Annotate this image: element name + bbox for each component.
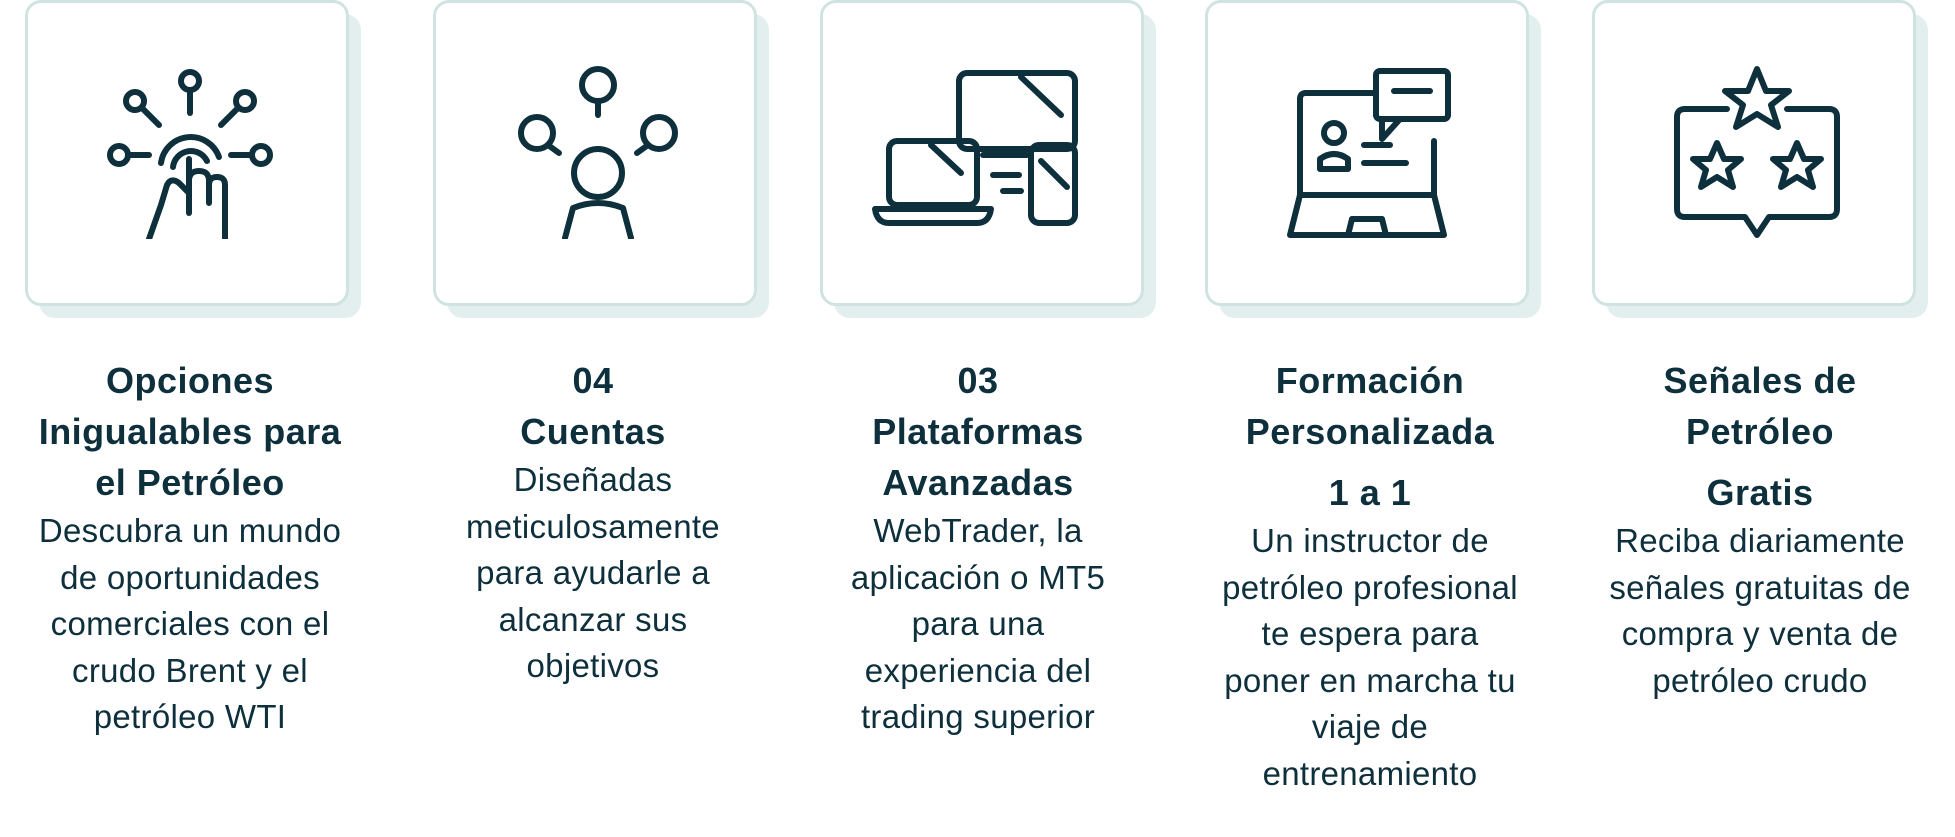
laptop-tutor-icon xyxy=(1287,68,1451,238)
touch-connections-icon xyxy=(107,69,273,239)
feature-title: Señales de Petróleo Gratis xyxy=(1663,360,1857,513)
feature-title: Opciones Inigualables para el Petróleo xyxy=(38,360,342,503)
feature-card xyxy=(433,0,769,318)
feature-description: Un instructor de petróleo profesional te… xyxy=(1222,522,1518,792)
stars-rating-icon xyxy=(1674,66,1840,238)
feature-card xyxy=(820,0,1156,318)
feature-description: Descubra un mundo de oportunidades comer… xyxy=(38,512,342,735)
user-search-icon xyxy=(518,66,678,239)
feature-title: 03 Plataformas Avanzadas xyxy=(872,360,1084,503)
feature-card xyxy=(1205,0,1541,318)
feature-card xyxy=(1592,0,1928,318)
feature-card xyxy=(25,0,361,318)
feature-description: WebTrader, la aplicación o MT5 para una … xyxy=(850,512,1106,735)
feature-title: Formación Personalizada 1 a 1 xyxy=(1245,360,1495,513)
multi-device-icon xyxy=(872,70,1078,226)
feature-title: 04 Cuentas xyxy=(520,360,666,452)
feature-description: Diseñadas meticulosamente para ayudarle … xyxy=(466,461,720,684)
feature-description: Reciba diariamente señales gratuitas de … xyxy=(1609,522,1911,699)
